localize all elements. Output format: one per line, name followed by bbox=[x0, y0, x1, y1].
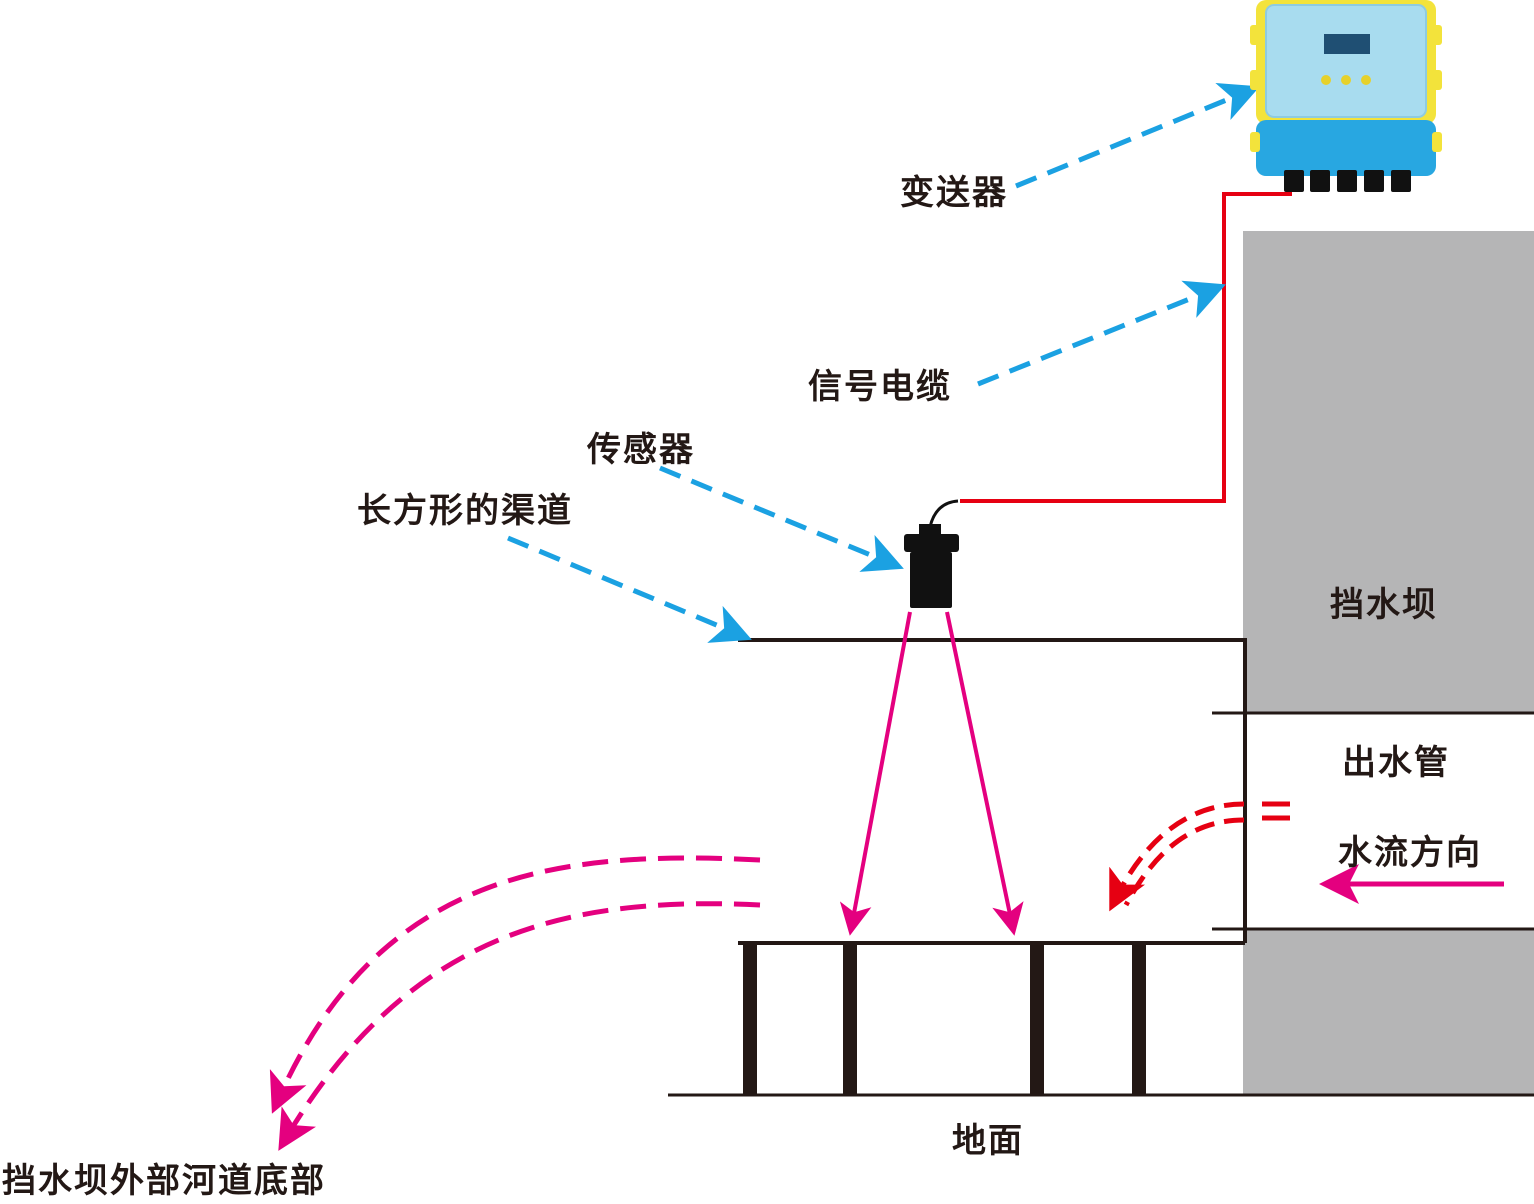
outlet-pipe bbox=[1243, 713, 1534, 929]
ultrasonic-beam-left bbox=[839, 611, 912, 936]
outflow-arrow-upper bbox=[1109, 801, 1245, 912]
channel-top-wall bbox=[738, 638, 1247, 943]
callout-arrow-channel bbox=[507, 535, 752, 643]
label-outlet-pipe: 出水管 bbox=[1342, 743, 1450, 783]
channel-support-leg bbox=[843, 943, 857, 1095]
outflow-arrow-lower bbox=[1123, 817, 1245, 907]
label-flow-direction: 水流方向 bbox=[1338, 833, 1482, 873]
label-river-bottom: 挡水坝外部河道底部 bbox=[2, 1161, 326, 1201]
discharge-arrow-lower bbox=[278, 901, 761, 1151]
callout-arrow-signal-cable bbox=[977, 280, 1226, 387]
label-ground: 地面 bbox=[952, 1121, 1024, 1161]
label-rect-channel: 长方形的渠道 bbox=[357, 491, 573, 531]
ultrasonic-sensor-icon bbox=[904, 499, 959, 608]
label-signal-cable: 信号电缆 bbox=[808, 367, 952, 407]
label-dam: 挡水坝 bbox=[1330, 585, 1438, 625]
channel-support-leg bbox=[743, 943, 757, 1095]
callout-arrow-sensor bbox=[659, 465, 904, 572]
signal-cable-line bbox=[960, 192, 1292, 503]
label-sensor: 传感器 bbox=[587, 430, 695, 470]
label-transmitter: 变送器 bbox=[900, 173, 1008, 213]
channel-support-leg bbox=[1030, 943, 1044, 1095]
dam-block bbox=[1243, 231, 1534, 1095]
ultrasonic-beam-right bbox=[945, 611, 1024, 936]
transmitter-device-icon bbox=[1250, 0, 1442, 192]
callout-arrow-transmitter bbox=[1015, 82, 1260, 189]
discharge-arrow-upper bbox=[269, 855, 761, 1114]
channel-support-leg bbox=[1132, 943, 1146, 1095]
